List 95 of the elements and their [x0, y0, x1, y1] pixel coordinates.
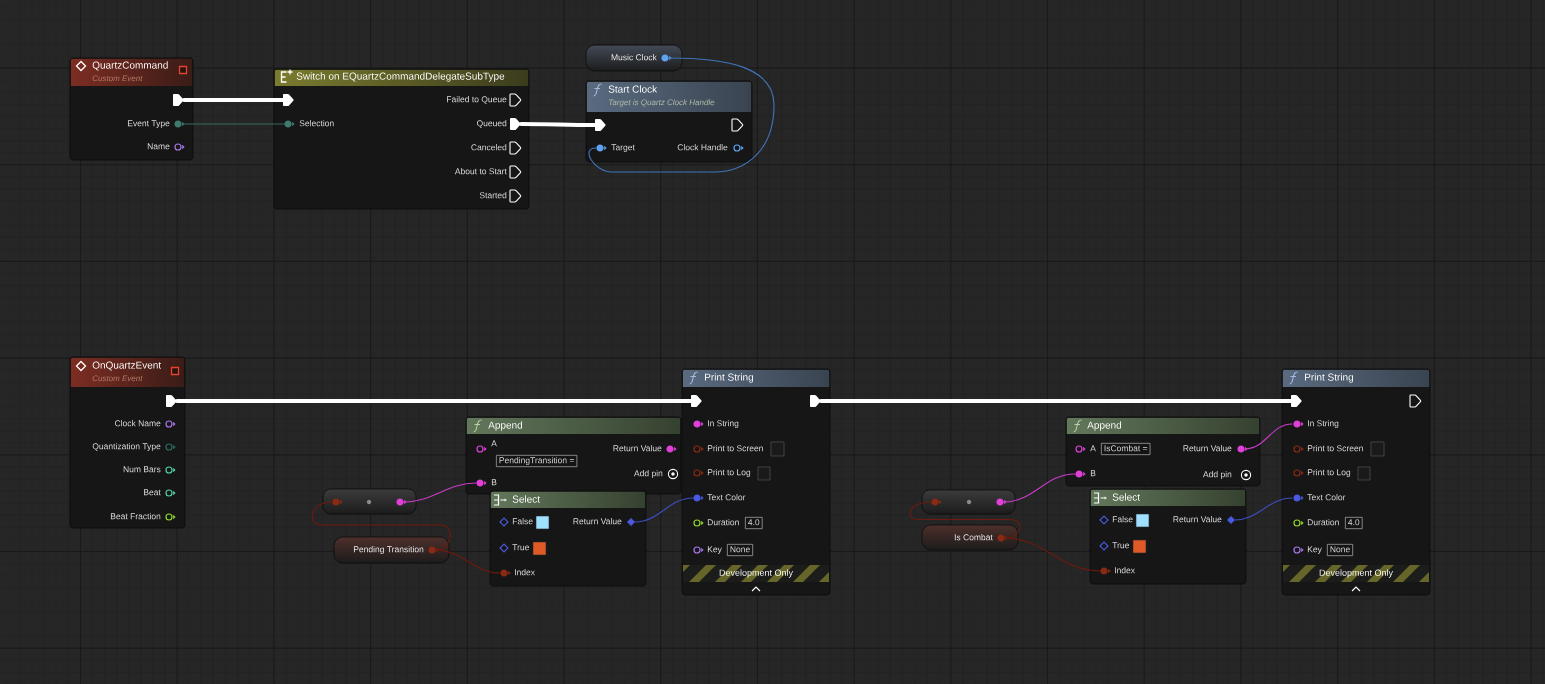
wire: [909, 501, 1021, 539]
pin-label: Return Value: [1183, 445, 1232, 452]
pin-label: Text Color: [707, 494, 746, 501]
pin-label: Beat: [144, 489, 161, 496]
pin-label: Print to Screen: [707, 445, 763, 452]
pin-label: Index: [515, 569, 535, 576]
pin-label: Add pin: [1203, 471, 1232, 479]
pin-label: Clock Name: [114, 420, 161, 427]
variable-name: Pending Transition: [353, 546, 424, 554]
pin-label: Print to Log: [707, 469, 751, 477]
wire: [435, 549, 501, 574]
wire: [403, 482, 477, 503]
function-node: [1065, 416, 1261, 487]
pin-label: Started: [479, 192, 507, 199]
pin-label: Canceled: [471, 144, 507, 151]
pin-label: Beat Fraction: [110, 513, 161, 520]
function-node: [585, 80, 753, 163]
node-title: OnQuartzEvent: [92, 361, 162, 371]
pin-label: A: [491, 440, 497, 447]
node-title: Print String: [705, 373, 753, 383]
variable-node: [585, 44, 683, 72]
text-field: 4.0: [1345, 516, 1363, 529]
wire: [182, 98, 285, 102]
text-field: PendingTransition =: [496, 454, 578, 468]
pin-label: False: [512, 518, 533, 525]
compact-node: [322, 488, 417, 515]
text-field: None: [1327, 543, 1354, 556]
variable-name: Is Combat: [954, 534, 993, 541]
wire: [1003, 473, 1076, 503]
wire: [588, 57, 775, 173]
pin-label: Return Value: [573, 518, 622, 525]
pin-label: True: [512, 544, 529, 551]
text-field: 4.0: [745, 516, 763, 529]
pin-label: Duration: [707, 519, 739, 526]
wire: [1234, 497, 1293, 521]
wire: [1004, 537, 1101, 572]
pin-label: Name: [147, 143, 170, 150]
switch-node: [273, 68, 530, 210]
pin-label: Return Value: [1173, 516, 1222, 523]
node-title: Select: [512, 495, 540, 503]
function-node: [489, 490, 647, 587]
pin-label: Queued: [476, 120, 507, 128]
pin-label: Num Bars: [123, 466, 161, 473]
event-node: [69, 57, 194, 161]
node-title: Start Clock: [608, 85, 658, 93]
node-subtitle: Target is Quartz Clock Handle: [608, 99, 715, 107]
function-node: [465, 416, 682, 495]
wire: [175, 399, 693, 403]
pin-label: Print to Log: [1307, 469, 1351, 477]
pin-label: In String: [708, 420, 739, 428]
pin-label: B: [491, 479, 497, 486]
pin-label: Target: [611, 144, 635, 152]
pin-label: Add pin: [634, 470, 663, 478]
variable-node: [921, 524, 1019, 551]
pin-label: Text Color: [1307, 494, 1346, 501]
pin-label: A: [1090, 445, 1096, 452]
variable-node: [333, 536, 450, 564]
wire: [1244, 423, 1293, 450]
function-node: [681, 368, 831, 596]
node-title: Switch on EQuartzCommandDelegateSubType: [296, 72, 505, 82]
pin-label: Duration: [1307, 519, 1339, 526]
pin-label: Clock Handle: [677, 144, 728, 151]
pin-label: About to Start: [454, 168, 507, 175]
pin-label: In String: [1308, 420, 1339, 428]
node-title: QuartzCommand: [92, 61, 168, 71]
text-field: None: [727, 543, 754, 556]
pin-label: Selection: [299, 120, 334, 127]
variable-name: Music Clock: [611, 54, 657, 61]
node-title: Append: [488, 421, 523, 431]
pin-label: Key: [707, 546, 722, 554]
compact-node: [921, 489, 1016, 515]
pin-label: True: [1112, 542, 1129, 549]
node-title: Print String: [1305, 373, 1353, 383]
pin-label: Event Type: [128, 120, 170, 128]
text-field: IsCombat =: [1101, 442, 1151, 456]
function-node: [1281, 368, 1431, 596]
pin-label: Failed to Queue: [447, 96, 507, 104]
node-subtitle: Custom Event: [92, 75, 143, 82]
pin-label: Quantization Type: [92, 443, 161, 451]
pin-label: B: [1090, 470, 1096, 477]
function-node: [1089, 488, 1247, 585]
node-title: Select: [1112, 493, 1140, 501]
pin-label: Print to Screen: [1307, 445, 1363, 452]
pin-label: Key: [1307, 546, 1322, 554]
pin-label: False: [1112, 516, 1133, 523]
wire: [182, 123, 285, 125]
wire: [311, 501, 451, 551]
wire: [634, 497, 694, 523]
node-subtitle: Custom Event: [92, 375, 143, 382]
pin-label: Index: [1115, 567, 1135, 574]
wire: [819, 399, 1293, 403]
pin-label: Return Value: [613, 445, 662, 452]
wire: [519, 122, 597, 127]
event-node: [69, 356, 186, 529]
node-title: Append: [1087, 421, 1122, 431]
